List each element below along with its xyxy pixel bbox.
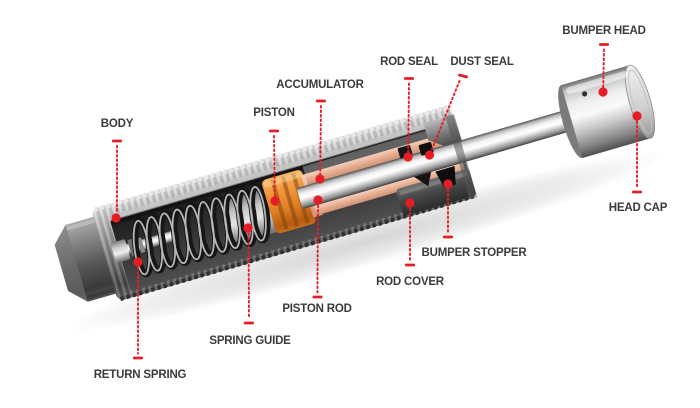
label-dust-seal: DUST SEAL bbox=[450, 56, 514, 68]
return-spring-part bbox=[131, 183, 271, 278]
leader-piston-rod bbox=[312, 195, 323, 299]
leader-head-cap bbox=[632, 111, 642, 194]
leader-piston bbox=[269, 129, 280, 206]
leader-bumper-head bbox=[598, 43, 609, 97]
label-bumper-stopper: BUMPER STOPPER bbox=[421, 247, 527, 259]
label-piston-rod: PISTON ROD bbox=[282, 303, 352, 315]
label-piston: PISTON bbox=[253, 107, 295, 119]
leader-rod-cover bbox=[405, 198, 415, 267]
leader-accumulator bbox=[315, 99, 326, 184]
leader-body bbox=[111, 139, 122, 223]
label-return-spring: RETURN SPRING bbox=[93, 369, 187, 381]
label-body: BODY bbox=[100, 118, 134, 130]
leader-dust-seal bbox=[424, 73, 468, 160]
body-end-shade bbox=[445, 114, 478, 200]
leader-lines bbox=[111, 43, 642, 360]
label-spring-guide: SPRING GUIDE bbox=[209, 335, 291, 347]
leader-rod-seal bbox=[403, 77, 414, 162]
label-head-cap: HEAD CAP bbox=[608, 202, 668, 214]
label-accumulator: ACCUMULATOR bbox=[276, 79, 364, 91]
leader-spring-guide bbox=[243, 223, 254, 325]
label-rod-cover: ROD COVER bbox=[376, 276, 444, 288]
piston-rod-part bbox=[296, 108, 578, 209]
shock-absorber bbox=[54, 64, 669, 333]
ground-shadow bbox=[63, 150, 669, 333]
label-bumper-head: BUMPER HEAD bbox=[562, 25, 646, 37]
leader-return-spring bbox=[133, 257, 143, 360]
bumper-head-part bbox=[558, 64, 656, 159]
label-rod-seal: ROD SEAL bbox=[380, 56, 438, 68]
leader-bumper-stopper bbox=[443, 179, 453, 239]
